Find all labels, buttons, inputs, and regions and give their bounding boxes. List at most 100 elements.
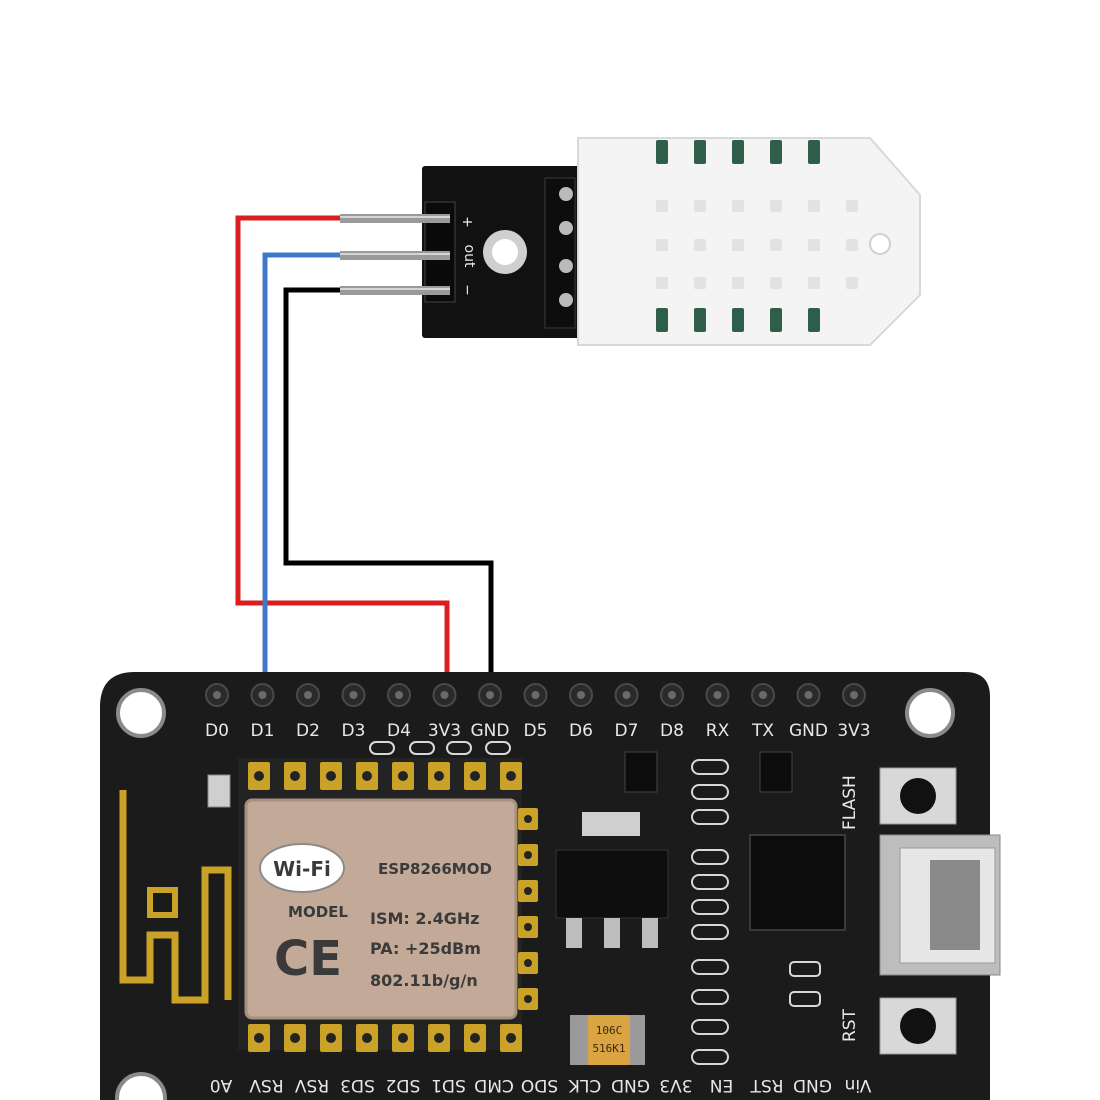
pin-label-plus: + xyxy=(459,216,475,228)
vent-slot xyxy=(770,200,782,212)
smd-resistor xyxy=(691,759,729,775)
vent-slot xyxy=(846,239,858,251)
housing-hole-icon xyxy=(869,233,891,255)
smd-resistor xyxy=(691,899,729,915)
bottom-pin-label: EN xyxy=(710,1075,733,1095)
transistor-left xyxy=(624,751,658,793)
wires xyxy=(235,215,494,696)
vent-slot xyxy=(732,308,744,332)
vent-slot xyxy=(732,200,744,212)
vent-slot xyxy=(846,277,858,289)
wifi-logo-icon xyxy=(259,843,345,893)
rst-label: RST xyxy=(840,1008,860,1042)
smd-resistor xyxy=(485,741,511,755)
vent-slot xyxy=(770,308,782,332)
smd-resistor xyxy=(691,1019,729,1035)
smd-resistor xyxy=(691,924,729,940)
top-pin-label: D6 xyxy=(569,721,593,741)
vent-slot xyxy=(656,308,668,332)
smd-resistor xyxy=(369,741,395,755)
vent-slot xyxy=(694,308,706,332)
esp8266-module: Wi-Fi MODEL CE ESP8266MOD ISM: 2.4GHz PA… xyxy=(119,758,538,1052)
vent-grid xyxy=(656,140,858,332)
bottom-pin-label: SD2 xyxy=(386,1075,421,1095)
top-pin-label: 3V3 xyxy=(837,721,870,741)
pin-label-minus: − xyxy=(459,284,475,296)
smd-resistor xyxy=(691,809,729,825)
smd-resistor xyxy=(789,961,821,977)
top-pin-label: D8 xyxy=(660,721,684,741)
bottom-pin-label: SD1 xyxy=(431,1075,466,1095)
capacitor-line2: 516K1 xyxy=(592,1042,625,1055)
wire-gnd-black xyxy=(283,287,494,696)
vent-slot xyxy=(732,277,744,289)
model-text: MODEL xyxy=(288,903,348,921)
smd-resistor xyxy=(446,741,472,755)
vent-slot xyxy=(656,239,668,251)
transistor-right xyxy=(759,751,793,793)
smd-resistor xyxy=(691,784,729,800)
top-pin-label: D5 xyxy=(524,721,548,741)
top-pin-label: D0 xyxy=(205,721,229,741)
header-pin-out xyxy=(340,251,450,260)
vent-slot xyxy=(808,140,820,164)
top-pin-label: D4 xyxy=(387,721,411,741)
capacitor-line1: 106C xyxy=(596,1024,623,1037)
vent-slot xyxy=(846,200,858,212)
micro-usb-port[interactable] xyxy=(879,834,1001,976)
board-mount-hole-left xyxy=(116,688,166,738)
vent-slot xyxy=(732,239,744,251)
dht22-sensor-module: + out − xyxy=(340,137,921,346)
top-pin-label: D3 xyxy=(342,721,366,741)
vent-slot xyxy=(694,140,706,164)
bottom-pin-label: GND xyxy=(793,1075,832,1095)
smd-resistor xyxy=(409,741,435,755)
top-pin-label: GND xyxy=(471,721,510,741)
vent-slot xyxy=(770,277,782,289)
vent-slot xyxy=(770,140,782,164)
board-mount-hole-right xyxy=(905,688,955,738)
bottom-pin-label: GND xyxy=(611,1075,650,1095)
flash-button[interactable] xyxy=(879,767,957,825)
wifi-logo-text: Wi-Fi xyxy=(273,857,331,881)
bottom-pin-label: RST xyxy=(750,1075,784,1095)
vent-slot xyxy=(694,239,706,251)
bottom-pin-labels: VinGNDRSTEN3V3GNDCLKSDOCMDSD1SD2SD3RSVRS… xyxy=(210,1075,872,1095)
module-ism: ISM: 2.4GHz xyxy=(370,909,480,928)
vent-slot xyxy=(694,277,706,289)
ce-mark: CE xyxy=(274,931,342,987)
header-pin-gnd xyxy=(340,286,450,295)
bottom-pin-label: CLK xyxy=(568,1075,601,1095)
vent-slot xyxy=(656,200,668,212)
usb-uart-chip xyxy=(749,834,846,931)
pin-label-out: out xyxy=(461,245,477,268)
vent-slot xyxy=(656,140,668,164)
top-pin-label: TX xyxy=(751,721,774,741)
smd-resistor xyxy=(691,849,729,865)
smd-resistor xyxy=(691,1049,729,1065)
top-pin-label: D1 xyxy=(251,721,275,741)
wire-data-blue xyxy=(262,252,340,696)
smd-resistor xyxy=(789,991,821,1007)
vent-slot xyxy=(770,239,782,251)
vent-slot xyxy=(808,308,820,332)
bottom-pin-label: SD3 xyxy=(340,1075,375,1095)
rst-button[interactable] xyxy=(879,997,957,1055)
vent-slot xyxy=(732,140,744,164)
smd-passives xyxy=(369,741,821,1065)
header-pin-vcc xyxy=(340,214,450,223)
top-pin-label: RX xyxy=(706,721,730,741)
top-pin-label: D7 xyxy=(615,721,639,741)
top-pin-row xyxy=(205,683,866,707)
vent-slot xyxy=(808,239,820,251)
top-pin-label: D2 xyxy=(296,721,320,741)
module-standard: 802.11b/g/n xyxy=(370,971,478,990)
bottom-pin-label: A0 xyxy=(210,1075,232,1095)
sensor-housing xyxy=(577,137,921,346)
vent-slot xyxy=(808,277,820,289)
bottom-pin-label: SDO xyxy=(521,1075,558,1095)
bottom-pin-label: Vin xyxy=(845,1075,872,1095)
top-pin-label: GND xyxy=(789,721,828,741)
